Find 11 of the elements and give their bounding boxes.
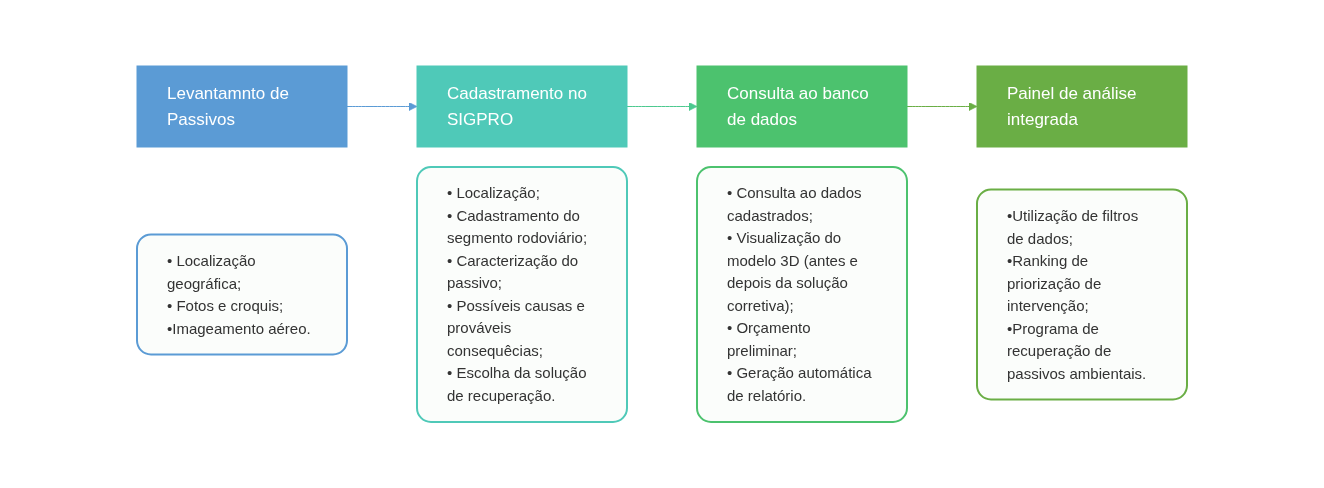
- node-box: Painel de análise integrada: [976, 65, 1188, 148]
- node-box: Levantamnto de Passivos: [136, 65, 348, 148]
- arrow: [346, 102, 418, 111]
- arrow: [906, 102, 978, 111]
- node-box: Cadastramento no SIGPRO: [416, 65, 628, 148]
- node-box: • Localização geográfica; • Fotos e croquis; •Imageamento aéreo.: [136, 233, 348, 356]
- node-box: • Consulta ao dados cadastrados; • Visualização do modelo 3D (antes e depois da solução corretiva); • Orçamento preliminar; • Geração automática de relatório.: [696, 166, 908, 423]
- node-box: •Utilização de filtros de dados; •Ranking de priorização de intervenção; •Programa de recuperação de passivos ambientais.: [976, 188, 1188, 401]
- node-box: • Localização; • Cadastramento do segmento rodoviário; • Caracterização do passivo; • Possíveis causas e prováveis consequêcias; • Escolha da solução de recuperação.: [416, 166, 628, 423]
- node-box: Consulta ao banco de dados: [696, 65, 908, 148]
- arrow: [626, 102, 698, 111]
